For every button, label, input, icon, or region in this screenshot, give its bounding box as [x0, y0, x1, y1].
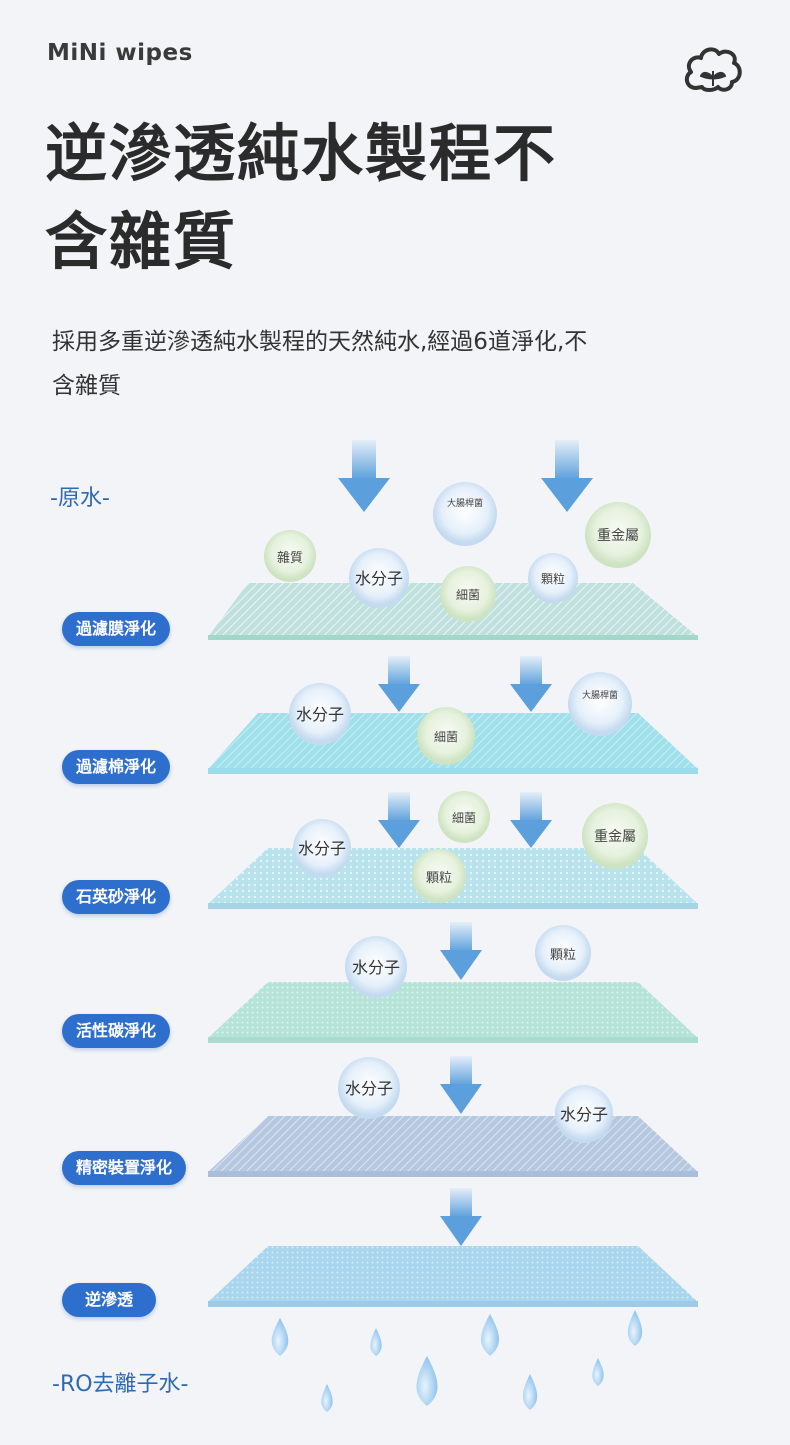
particle-bubbles: 大腸桿菌 重金屬 雜質 水分子 細菌 顆粒 水分子 細菌 大腸桿菌 細菌 重金屬… [264, 482, 651, 1143]
particle-water: 水分子 [338, 1057, 400, 1119]
particle-heavy-metal: 重金屬 [582, 803, 648, 869]
water-drop-icon [480, 1314, 500, 1356]
particle-water: 水分子 [289, 683, 351, 745]
particle-water: 水分子 [349, 548, 409, 608]
particle-water: 水分子 [345, 936, 407, 998]
down-arrow-icon [378, 656, 420, 712]
svg-text:細菌: 細菌 [456, 588, 480, 602]
cotton-flower-icon [684, 47, 742, 92]
down-arrow-icon [378, 792, 420, 848]
svg-text:重金屬: 重金屬 [594, 829, 636, 845]
particle-impurity: 雜質 [264, 530, 316, 582]
stage-pill-cotton: 過濾棉淨化 [62, 750, 171, 784]
flow-arrows [338, 440, 593, 1246]
water-droplets [271, 1310, 643, 1412]
svg-text:重金屬: 重金屬 [597, 528, 639, 544]
water-drop-icon [522, 1374, 538, 1410]
title-line-2: 含雜質 [45, 205, 238, 278]
description-line-1: 採用多重逆滲透純水製程的天然純水,經過6道淨化,不 [52, 329, 588, 355]
down-arrow-icon [440, 922, 482, 980]
svg-text:顆粒: 顆粒 [550, 948, 576, 963]
stage-pill-quartz: 石英砂淨化 [62, 880, 171, 914]
page-title: 逆滲透純水製程不 含雜質 [45, 110, 557, 286]
water-drop-icon [416, 1356, 438, 1406]
particle-water: 水分子 [293, 819, 351, 877]
particle-ecoli: 大腸桿菌 [433, 482, 497, 546]
particle-bacteria: 細菌 [440, 566, 496, 622]
water-drop-icon [370, 1328, 382, 1356]
source-water-label: -原水- [50, 486, 110, 511]
svg-text:水分子: 水分子 [352, 958, 400, 977]
svg-text:大腸桿菌: 大腸桿菌 [582, 689, 618, 701]
svg-text:水分子: 水分子 [296, 705, 344, 724]
filter-layer-carbon [208, 982, 698, 1043]
stage-pill-precision: 精密裝置淨化 [62, 1151, 187, 1185]
particle-bacteria: 細菌 [438, 791, 490, 843]
filter-layer-precision [208, 1116, 698, 1177]
description-line-2: 含雜質 [52, 373, 121, 399]
svg-text:顆粒: 顆粒 [426, 871, 452, 886]
stage-pill-carbon: 活性碳淨化 [62, 1014, 171, 1048]
stage-pill-membrane: 過濾膜淨化 [62, 612, 171, 646]
particle-bacteria: 細菌 [417, 707, 475, 765]
down-arrow-icon [440, 1188, 482, 1246]
svg-text:顆粒: 顆粒 [541, 571, 565, 586]
svg-text:大腸桿菌: 大腸桿菌 [447, 497, 483, 509]
svg-text:水分子: 水分子 [355, 569, 403, 588]
particle-water: 水分子 [555, 1085, 613, 1143]
down-arrow-icon [541, 440, 593, 512]
down-arrow-icon [338, 440, 390, 512]
water-drop-icon [271, 1318, 289, 1356]
down-arrow-icon [510, 792, 552, 848]
water-drop-icon [321, 1384, 333, 1412]
svg-text:水分子: 水分子 [298, 839, 346, 858]
particle-granule: 顆粒 [412, 849, 466, 903]
down-arrow-icon [440, 1056, 482, 1114]
particle-granule: 顆粒 [528, 553, 578, 603]
description: 採用多重逆滲透純水製程的天然純水,經過6道淨化,不 含雜質 [52, 320, 692, 408]
svg-text:雜質: 雜質 [277, 551, 303, 566]
particle-heavy-metal: 重金屬 [585, 502, 651, 568]
down-arrow-icon [510, 656, 552, 712]
svg-text:水分子: 水分子 [560, 1105, 608, 1124]
stage-pill-ro: 逆滲透 [62, 1283, 156, 1317]
filter-layer-ro [208, 1246, 698, 1307]
brand-name: MiNi wipes [47, 40, 193, 66]
title-line-1: 逆滲透純水製程不 [45, 117, 558, 190]
water-drop-icon [592, 1358, 604, 1386]
svg-text:細菌: 細菌 [452, 811, 476, 825]
svg-text:水分子: 水分子 [345, 1079, 393, 1098]
particle-granule: 顆粒 [535, 925, 591, 981]
particle-ecoli: 大腸桿菌 [568, 672, 632, 736]
output-water-label: -RO去離子水- [52, 1372, 189, 1397]
water-drop-icon [627, 1310, 643, 1346]
svg-text:細菌: 細菌 [434, 730, 458, 744]
